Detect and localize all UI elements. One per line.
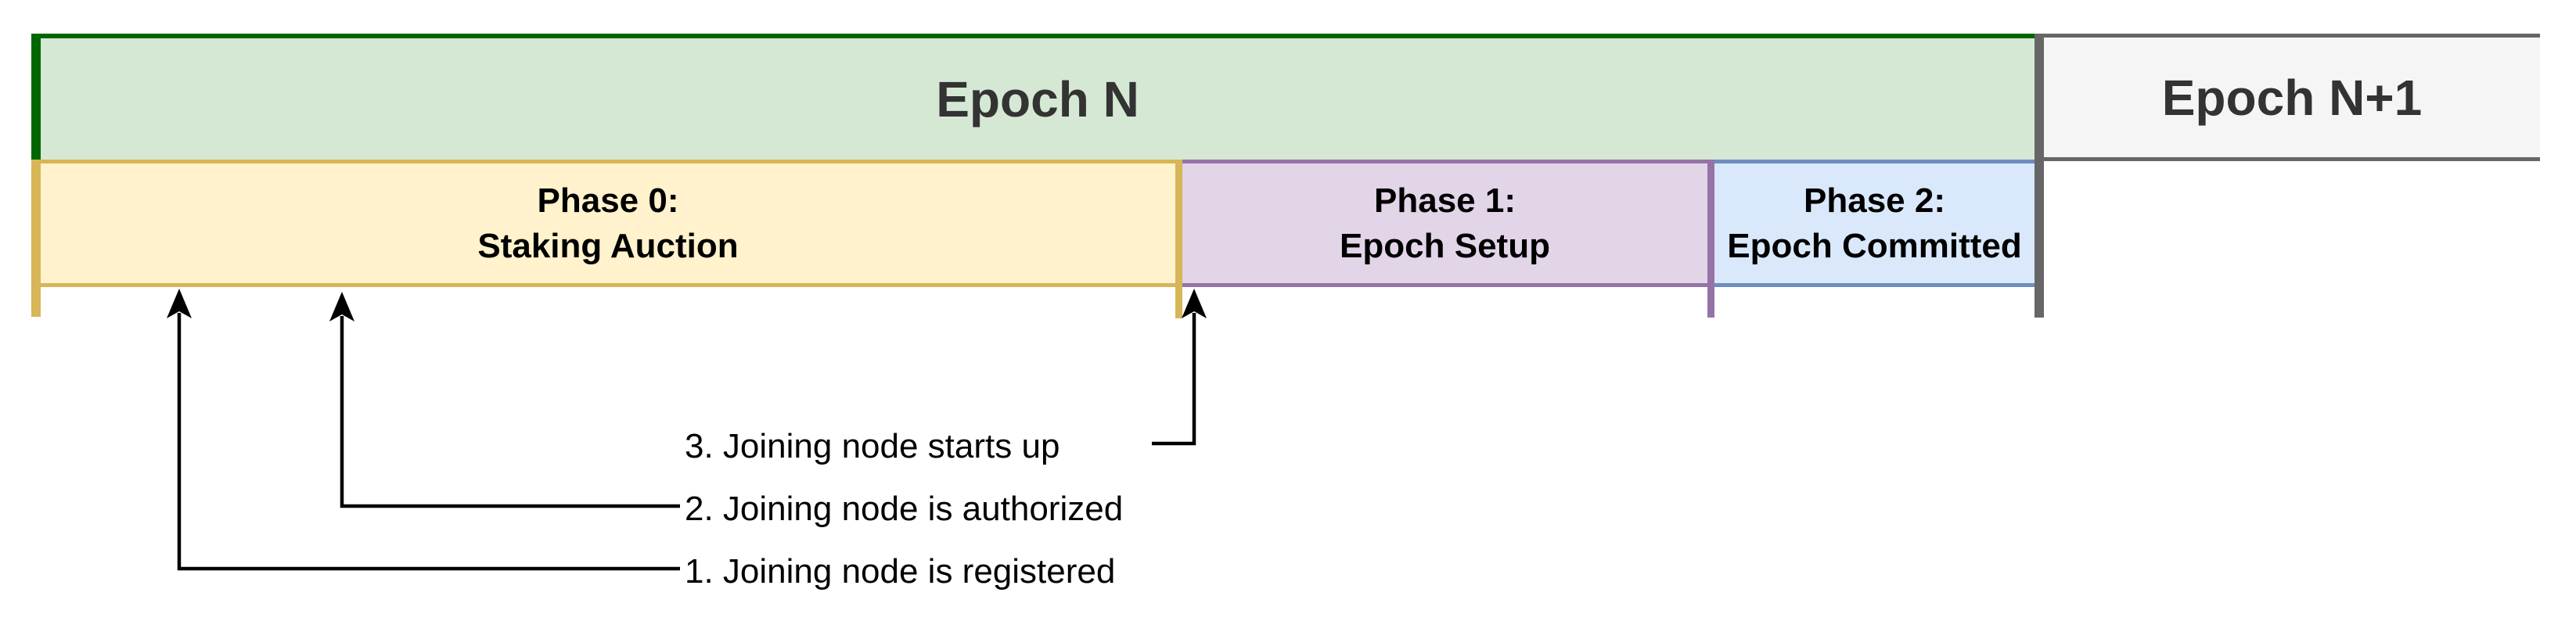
phase-1-epoch-setup-box: Phase 1: Epoch Setup — [1182, 160, 1707, 287]
phase-1-end-tick — [1707, 160, 1714, 318]
phase-2-subtitle: Epoch Committed — [1727, 226, 2022, 265]
phase-0-title: Phase 0: — [537, 181, 679, 220]
phase-1-subtitle: Epoch Setup — [1340, 226, 1550, 265]
epoch-n-start-tick — [31, 34, 41, 160]
epoch-n-bar: Epoch N — [31, 34, 2035, 160]
phase-0-end-tick — [1175, 160, 1182, 318]
arrow-2-head-icon — [329, 292, 354, 321]
epoch-n-label: Epoch N — [936, 70, 1139, 127]
epoch-boundary-divider — [2035, 34, 2044, 318]
arrow-3-head-icon — [1182, 289, 1207, 318]
phase-2-epoch-committed-box: Phase 2: Epoch Committed — [1714, 160, 2035, 287]
phase-0-staking-auction-box: Phase 0: Staking Auction — [41, 160, 1175, 287]
arrow-1-line — [177, 313, 680, 571]
epoch-n-plus-1-label: Epoch N+1 — [2161, 69, 2423, 126]
phase-0-subtitle: Staking Auction — [477, 226, 739, 265]
annotation-3-joining-node-starts-up: 3. Joining node starts up — [685, 427, 1060, 465]
arrow-2-line — [340, 316, 680, 508]
annotation-2-joining-node-authorized: 2. Joining node is authorized — [685, 490, 1124, 528]
arrow-1-head-icon — [167, 289, 192, 318]
phase-1-title: Phase 1: — [1374, 181, 1516, 220]
phase-0-start-tick — [31, 160, 41, 317]
phase-2-title: Phase 2: — [1804, 181, 1945, 220]
arrow-3-line — [1152, 313, 1196, 446]
annotation-1-joining-node-registered: 1. Joining node is registered — [685, 552, 1116, 591]
epoch-n-plus-1-bar: Epoch N+1 — [2044, 34, 2540, 161]
